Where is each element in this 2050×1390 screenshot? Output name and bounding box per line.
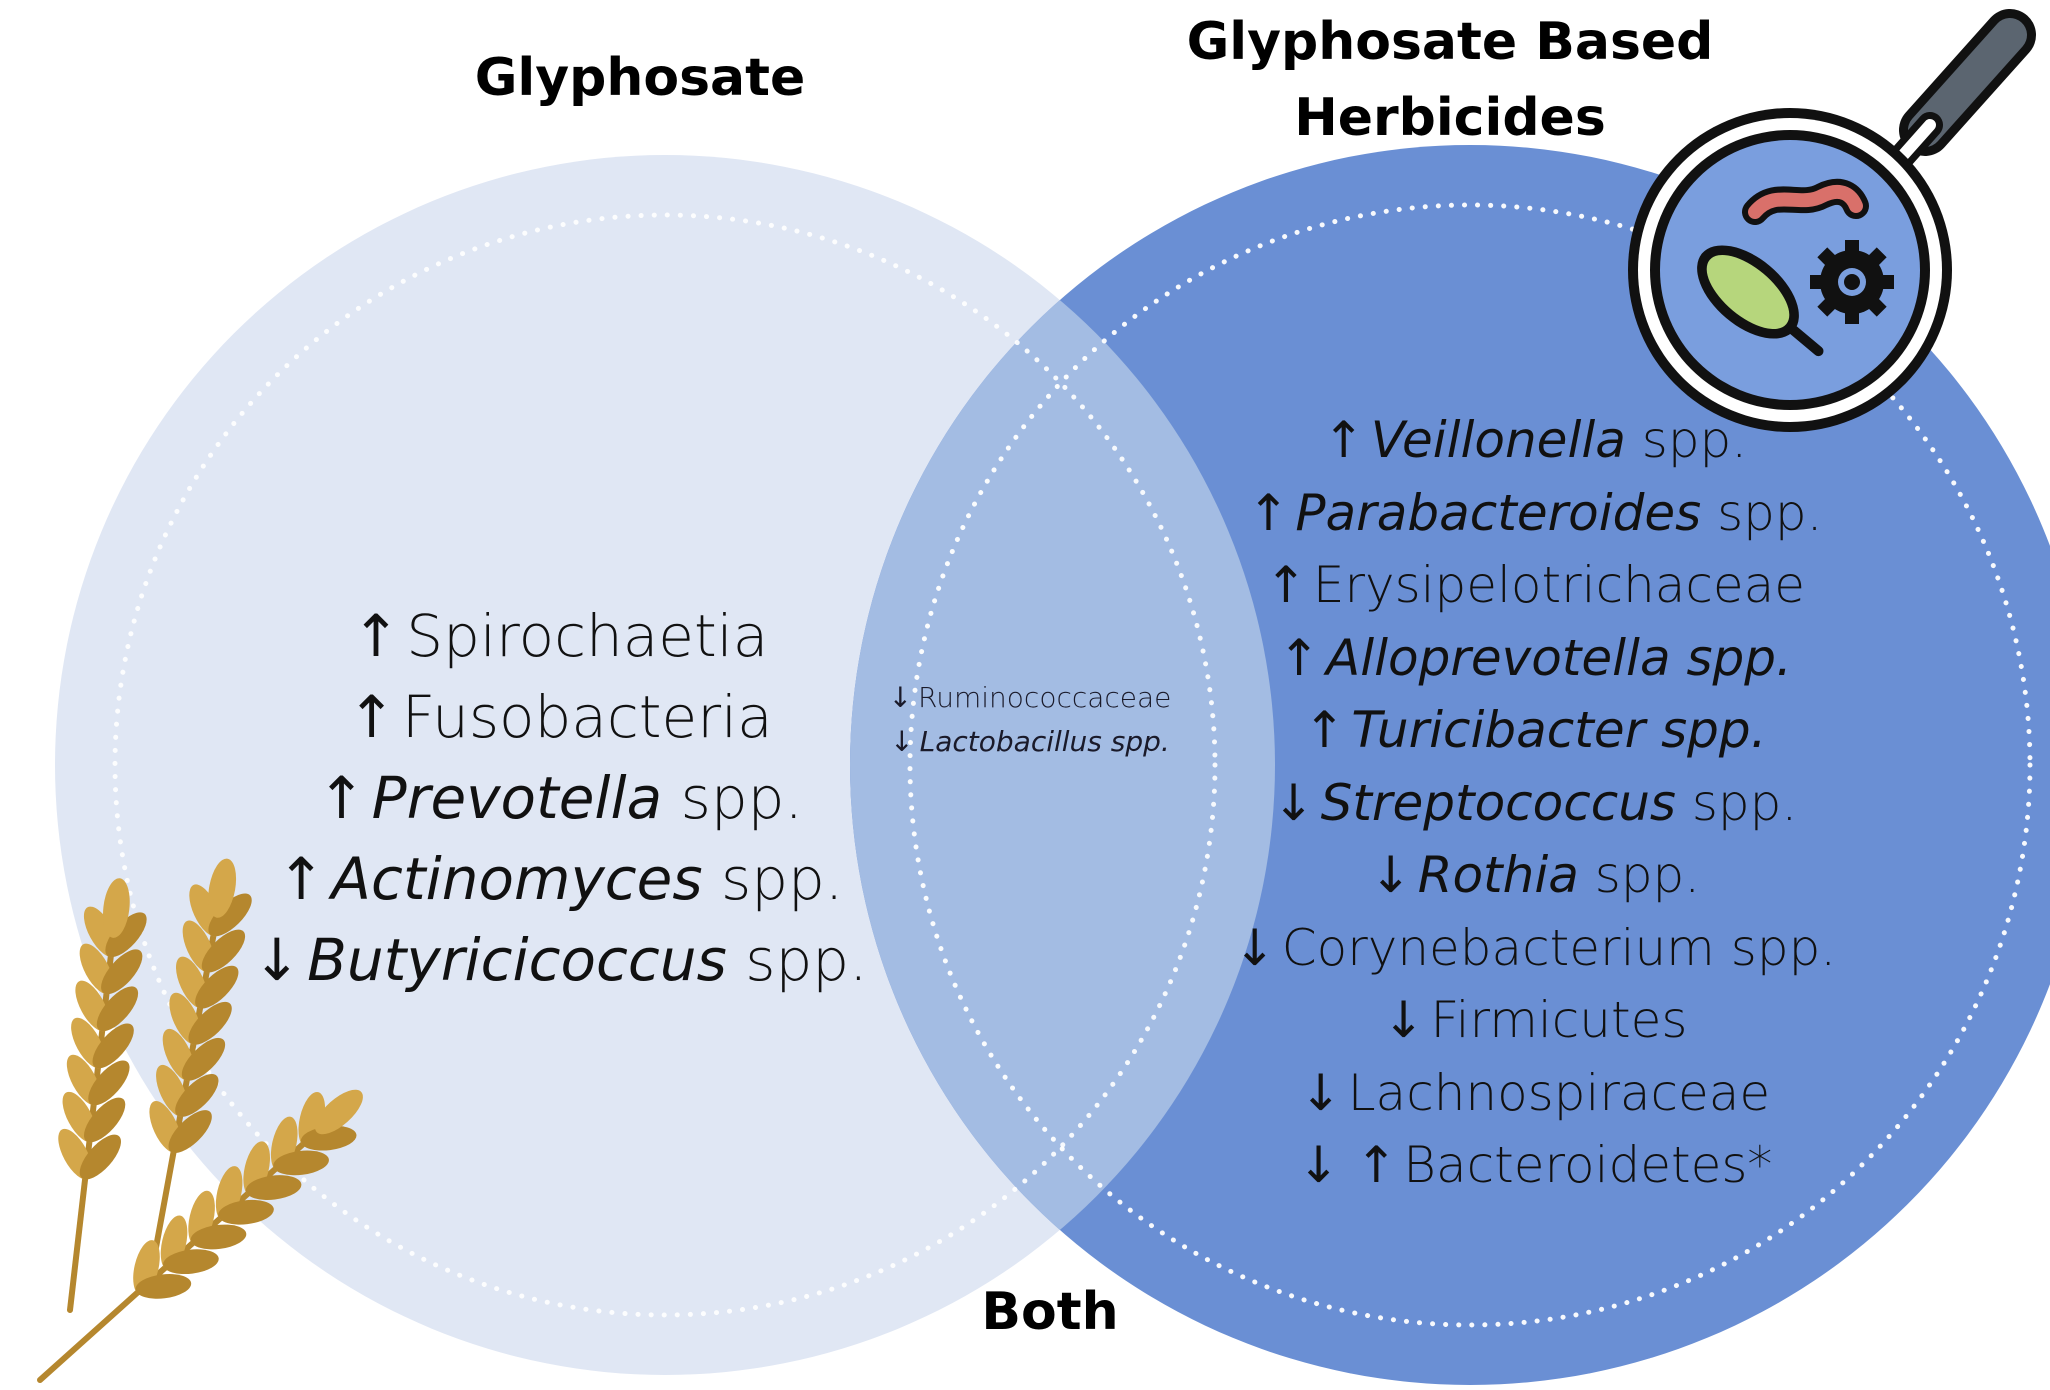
taxon-row: ↑Alloprevotella spp.	[1195, 622, 1875, 695]
taxon-suffix: spp.	[702, 845, 844, 913]
both-title: Both	[981, 1282, 1119, 1342]
taxon-suffix: spp.	[1578, 846, 1701, 904]
taxon-suffix: spp.	[1675, 773, 1798, 832]
wheat-icon	[37, 858, 363, 1383]
change-arrow: ↓	[1369, 846, 1412, 904]
taxon-row: ↓Streptococcus spp.	[1195, 767, 1875, 840]
taxon-row: ↓Lactobacillus spp.	[860, 720, 1200, 764]
gbh-title: Glyphosate Based Herbicides	[1160, 4, 1740, 156]
change-arrow: ↓	[1299, 1063, 1342, 1122]
taxon-row: ↓Firmicutes	[1195, 984, 1875, 1057]
change-arrow: ↑	[351, 602, 401, 670]
change-arrow: ↓ ↑	[1297, 1136, 1398, 1194]
taxon-suffix: spp.	[726, 926, 868, 994]
gbh-list: ↑Veillonella spp.↑Parabacteroides spp.↑E…	[1195, 404, 1875, 1202]
left-dotted-ring	[112, 212, 1218, 1318]
change-arrow: ↑	[1278, 628, 1320, 687]
taxon-name: Streptococcus	[1320, 773, 1676, 832]
taxon-name: Spirochaetia	[406, 602, 769, 670]
taxon-row: ↑Veillonella spp.	[1195, 404, 1875, 477]
taxon-name: Rothia	[1417, 846, 1579, 904]
taxon-name: Turicibacter spp.	[1351, 701, 1767, 759]
both-list: ↓Ruminococcaceae↓Lactobacillus spp.	[860, 676, 1200, 764]
change-arrow: ↓	[1272, 773, 1315, 832]
taxon-suffix: spp.	[1701, 483, 1823, 542]
taxon-name: Fusobacteria	[401, 683, 773, 751]
taxon-name: Actinomyces	[331, 845, 703, 913]
taxon-row: ↑Prevotella spp.	[210, 758, 910, 839]
taxon-name: Alloprevotella spp.	[1325, 628, 1792, 687]
taxon-row: ↓Butyricicoccus spp.	[210, 920, 910, 1001]
taxon-name: Ruminococcaceae	[918, 681, 1172, 714]
change-arrow: ↓	[890, 725, 914, 758]
gbh-title-line1: Glyphosate Based	[1186, 12, 1714, 72]
taxon-row: ↓ ↑Bacteroidetes*	[1195, 1129, 1875, 1202]
taxon-row: ↑Fusobacteria	[210, 677, 910, 758]
taxon-suffix: spp.	[1625, 411, 1748, 469]
change-arrow: ↑	[1247, 483, 1290, 542]
taxon-suffix: spp.	[662, 764, 803, 832]
change-arrow: ↓	[888, 681, 913, 714]
change-arrow: ↑	[317, 764, 366, 832]
taxon-row: ↑Actinomyces spp.	[210, 839, 910, 920]
right-dotted-ring	[907, 202, 2033, 1328]
taxon-row: ↓Ruminococcaceae	[860, 676, 1200, 720]
taxon-row: ↑Turicibacter spp.	[1195, 694, 1875, 767]
change-arrow: ↑	[1322, 411, 1365, 469]
change-arrow: ↓	[1382, 991, 1425, 1049]
taxon-name: Veillonella	[1370, 411, 1626, 469]
taxon-row: ↓Corynebacterium spp.	[1195, 912, 1875, 985]
taxon-row: ↑Spirochaetia	[210, 596, 910, 677]
taxon-name: Erysipelotrichaceae	[1312, 556, 1806, 614]
glyphosate-title: Glyphosate	[474, 48, 806, 108]
taxon-row: ↑Parabacteroides spp.	[1195, 477, 1875, 550]
taxon-name: Corynebacterium spp.	[1281, 918, 1837, 977]
change-arrow: ↓	[252, 926, 302, 994]
taxon-name: Firmicutes	[1430, 991, 1688, 1049]
taxon-row: ↑Erysipelotrichaceae	[1195, 549, 1875, 622]
magnifier-microbes-icon	[1628, 9, 2036, 432]
taxon-name: Lachnospiraceae	[1347, 1063, 1771, 1122]
change-arrow: ↑	[276, 845, 326, 913]
change-arrow: ↑	[1264, 556, 1307, 614]
taxon-name: Parabacteroides	[1295, 483, 1702, 542]
taxon-name: Prevotella	[371, 764, 663, 832]
overlap-region	[850, 155, 1275, 1375]
change-arrow: ↑	[1303, 701, 1346, 759]
taxon-row: ↓Lachnospiraceae	[1195, 1057, 1875, 1130]
change-arrow: ↓	[1233, 918, 1276, 977]
taxon-name: Lactobacillus spp.	[919, 725, 1170, 758]
taxon-name: Butyricicoccus	[307, 926, 727, 994]
change-arrow: ↑	[347, 683, 396, 751]
gbh-title-line2: Herbicides	[1294, 88, 1606, 148]
glyphosate-list: ↑Spirochaetia↑Fusobacteria↑Prevotella sp…	[210, 596, 910, 1001]
taxon-row: ↓Rothia spp.	[1195, 839, 1875, 912]
taxon-name: Bacteroidetes*	[1403, 1136, 1773, 1194]
